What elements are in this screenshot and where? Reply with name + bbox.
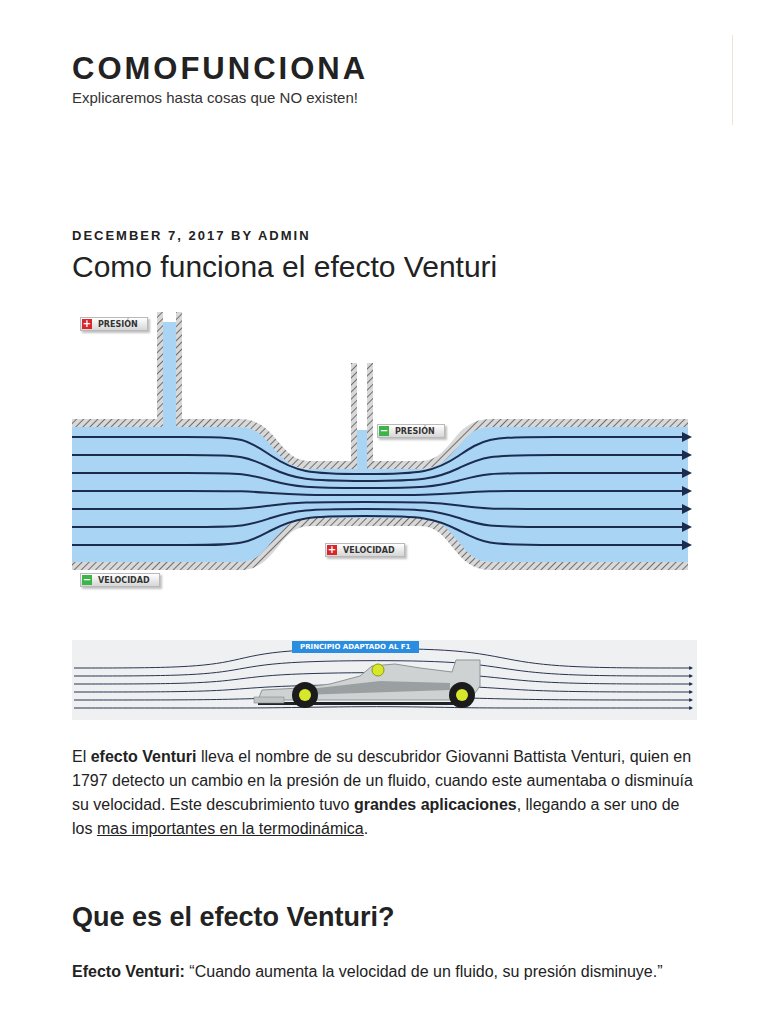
body-text: . — [364, 820, 368, 837]
column-wall — [367, 363, 373, 469]
body-text: “Cuando aumenta la velocidad de un fluid… — [189, 963, 662, 980]
tube-wall — [72, 423, 688, 465]
streamline — [72, 516, 684, 545]
streamline — [72, 455, 684, 481]
fluid-column — [357, 430, 367, 470]
streamlines — [72, 437, 684, 545]
fluid-column — [163, 322, 176, 428]
column-wall — [351, 363, 357, 469]
badge-label: VELOCIDAD — [343, 546, 395, 555]
badge-label: PRINCIPIO ADAPTADO AL F1 — [300, 643, 410, 651]
streamline — [72, 473, 684, 488]
page-title: Como funciona el efecto Venturi — [72, 250, 497, 284]
link-text: mas importantes en la termodinámica — [97, 820, 364, 837]
header-rule — [732, 35, 733, 125]
sign-icon: − — [379, 426, 389, 436]
streamline — [74, 661, 690, 676]
sign-icon: + — [82, 319, 92, 329]
paragraph: El efecto Venturi lleva el nombre de su … — [72, 745, 702, 841]
sign-icon: − — [82, 575, 92, 585]
bold-term: Efecto Venturi: — [72, 963, 185, 980]
sign-icon: + — [327, 545, 337, 555]
indicator-badge: −VELOCIDAD — [80, 573, 160, 587]
car — [254, 660, 480, 708]
section-heading: Que es el efecto Venturi? — [72, 902, 395, 933]
post-meta: DECEMBER 7, 2017 BY ADMIN — [72, 228, 311, 243]
streamline — [74, 707, 690, 708]
bold-term: efecto Venturi — [91, 748, 197, 765]
badge-label: PRESIÓN — [98, 320, 138, 329]
streamlines — [74, 649, 690, 708]
f1-illustration — [72, 640, 697, 720]
streamline — [72, 509, 684, 527]
indicator-badge: −PRESIÓN — [377, 424, 445, 438]
streamline — [72, 502, 684, 509]
bold-term: grandes aplicaciones — [354, 796, 517, 813]
paragraph: Efecto Venturi: “Cuando aumenta la veloc… — [72, 960, 702, 984]
badge-label: PRESIÓN — [395, 427, 435, 436]
title-banner: PRINCIPIO ADAPTADO AL F1 — [292, 641, 419, 653]
indicator-badge: + PRESIÓN — [80, 317, 148, 331]
indicator-badge: + VELOCIDAD — [325, 543, 405, 557]
column-wall — [157, 312, 163, 427]
body-text: El — [72, 748, 86, 765]
streamline — [72, 491, 684, 495]
venturi-tube — [72, 312, 688, 566]
site-tagline: Explicaremos hasta cosas que NO existen! — [72, 89, 358, 106]
badge-label: VELOCIDAD — [98, 576, 150, 585]
site-title: COMOFUNCIONA — [72, 51, 368, 87]
column-wall — [176, 312, 182, 427]
